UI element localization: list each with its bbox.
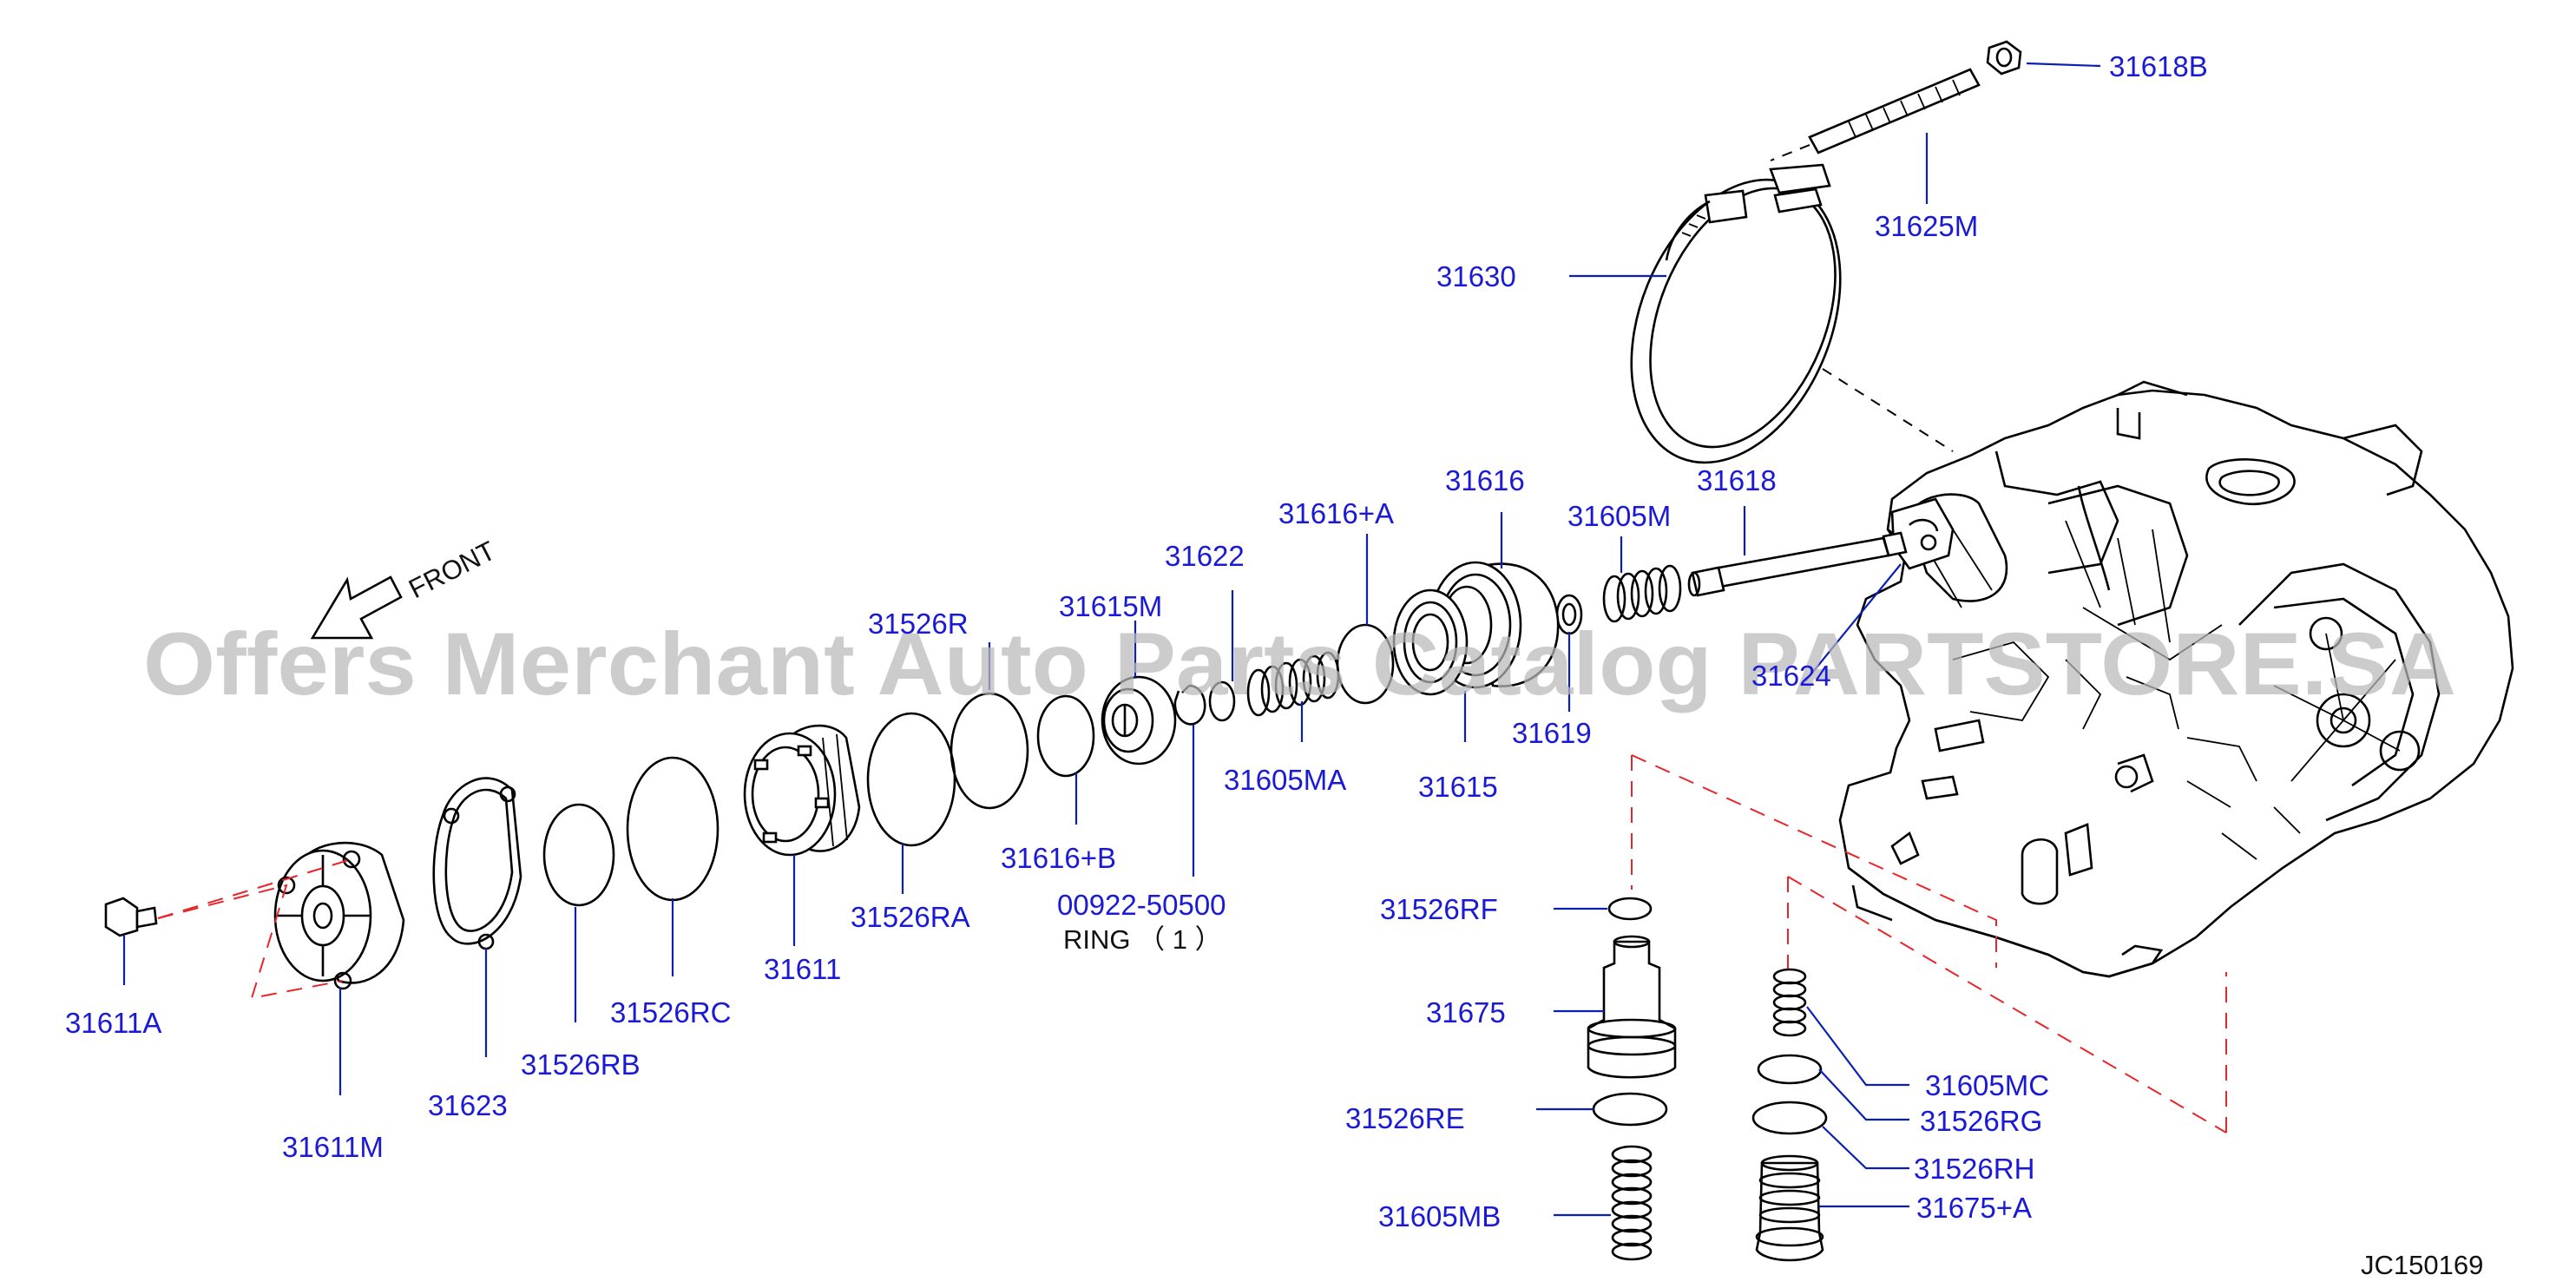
part-31605MC bbox=[1772, 968, 1807, 1037]
transmission-case bbox=[1838, 380, 2514, 978]
part-31618 bbox=[1687, 531, 1908, 597]
part-31526RC bbox=[626, 756, 720, 902]
part-31526RF bbox=[1607, 897, 1653, 921]
locator-lines bbox=[157, 754, 2227, 1134]
label-31675A: 31675+A bbox=[1916, 1192, 2032, 1224]
diagram-code: JC150169 bbox=[2361, 1250, 2483, 1280]
part-31615 bbox=[1392, 588, 1469, 696]
label-31526R: 31526R bbox=[868, 608, 969, 640]
label-31605MC: 31605MC bbox=[1925, 1069, 2049, 1101]
label-31615M: 31615M bbox=[1059, 590, 1162, 622]
leader-lines bbox=[122, 62, 2101, 1217]
part-31526RE bbox=[1592, 1092, 1668, 1127]
label-31526RH: 31526RH bbox=[1914, 1153, 2034, 1185]
part-31526RG bbox=[1757, 1054, 1823, 1085]
label-31605MB: 31605MB bbox=[1378, 1200, 1501, 1232]
part-31675A bbox=[1755, 1154, 1824, 1262]
label-31616A: 31616+A bbox=[1278, 497, 1394, 529]
label-31675: 31675 bbox=[1426, 996, 1506, 1028]
label-31625M: 31625M bbox=[1875, 210, 1978, 242]
label-31623: 31623 bbox=[428, 1089, 508, 1121]
label-31630: 31630 bbox=[1436, 260, 1516, 292]
part-31611M bbox=[273, 841, 405, 990]
part-00922-50500 bbox=[1173, 684, 1206, 726]
front-arrow-icon bbox=[310, 575, 403, 640]
label-31619: 31619 bbox=[1512, 717, 1592, 749]
label-31624: 31624 bbox=[1751, 660, 1831, 692]
label-31605M: 31605M bbox=[1567, 500, 1671, 532]
label-31611M: 31611M bbox=[282, 1131, 384, 1163]
label-31618: 31618 bbox=[1697, 464, 1777, 496]
part-31618B bbox=[1986, 40, 2022, 76]
part-31630 bbox=[1630, 163, 1842, 464]
part-31605MA bbox=[1246, 651, 1340, 717]
label-00922-50500: 00922-50500 bbox=[1057, 889, 1226, 921]
label-31526RC: 31526RC bbox=[610, 996, 731, 1028]
part-31611A bbox=[104, 897, 158, 937]
part-31526RB bbox=[542, 803, 615, 907]
label-31615: 31615 bbox=[1418, 771, 1498, 803]
part-31623 bbox=[432, 777, 522, 950]
label-31526RE: 31526RE bbox=[1345, 1102, 1465, 1134]
label-31618B: 31618B bbox=[2109, 50, 2208, 82]
label-31622: 31622 bbox=[1165, 540, 1245, 572]
label-31526RG: 31526RG bbox=[1920, 1105, 2042, 1137]
part-31616B bbox=[1036, 694, 1095, 778]
part-31675 bbox=[1587, 935, 1677, 1079]
part-31625M bbox=[1770, 68, 1981, 161]
label-31526RB: 31526RB bbox=[521, 1048, 641, 1081]
band-axis bbox=[1822, 368, 1954, 452]
front-label: FRONT bbox=[404, 536, 500, 605]
part-31526RA bbox=[866, 712, 956, 847]
label-31616: 31616 bbox=[1445, 464, 1525, 496]
watermark-text: Offers Merchant Auto Parts Catalog PARTS… bbox=[143, 614, 2456, 713]
part-31605M bbox=[1602, 564, 1682, 623]
label-31611: 31611 bbox=[764, 953, 841, 985]
part-labels: 31618B 31625M 31630 31616 31618 31616+A … bbox=[65, 50, 2208, 1232]
label-31605MA: 31605MA bbox=[1224, 764, 1346, 796]
part-31605MB bbox=[1611, 1145, 1653, 1261]
part-31526RH bbox=[1751, 1101, 1828, 1135]
part-31611 bbox=[743, 724, 861, 857]
label-ring: RING （ 1 ） bbox=[1063, 924, 1222, 955]
label-31616B: 31616+B bbox=[1001, 842, 1116, 874]
part-31622 bbox=[1208, 680, 1236, 722]
label-31526RA: 31526RA bbox=[851, 901, 970, 933]
part-31615M bbox=[1101, 675, 1177, 766]
label-31526RF: 31526RF bbox=[1380, 893, 1498, 925]
label-31611A: 31611A bbox=[65, 1007, 161, 1039]
